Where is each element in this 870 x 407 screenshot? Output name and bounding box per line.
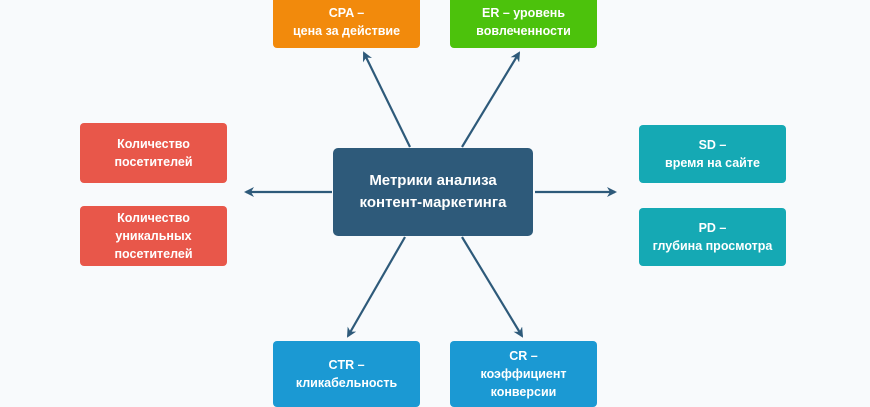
- arrow-to-cpa: [363, 51, 411, 148]
- node-cpa-desc: цена за действие: [292, 24, 401, 38]
- node-cr: CR – коэффициент конверсии: [450, 341, 597, 407]
- central-node-line: Метрики анализа: [369, 172, 497, 189]
- central-node: Метрики анализа контент-маркетинга: [333, 148, 533, 236]
- node-visitors-line: Количество: [117, 137, 190, 151]
- node-ctr: CTR – кликабельность: [273, 341, 420, 407]
- node-unique-visitors-line: уникальных: [115, 229, 192, 243]
- node-er: ER – уровень вовлеченности: [450, 0, 597, 48]
- node-cpa-title: CPA –: [328, 6, 365, 20]
- node-visitors-line: посетителей: [114, 155, 193, 169]
- node-cr-title: CR –: [509, 349, 538, 363]
- node-ctr-desc: кликабельность: [295, 376, 398, 390]
- arrow-to-er: [461, 51, 521, 148]
- node-ctr-title: CTR –: [328, 358, 365, 372]
- node-er-desc: вовлеченности: [476, 24, 571, 38]
- arrow-to-cr: [461, 236, 524, 338]
- node-unique-visitors-line: посетителей: [114, 247, 193, 261]
- arrow-to-ctr: [347, 236, 406, 338]
- node-unique-visitors-line: Количество: [117, 211, 190, 225]
- node-unique-visitors: Количество уникальных посетителей: [80, 206, 227, 266]
- node-pd: PD – глубина просмотра: [639, 208, 786, 266]
- node-sd: SD – время на сайте: [639, 125, 786, 183]
- node-cr-desc: коэффициент: [480, 367, 567, 381]
- node-sd-desc: время на сайте: [665, 156, 760, 170]
- node-sd-title: SD –: [698, 138, 727, 152]
- node-cr-desc: конверсии: [490, 385, 557, 399]
- node-pd-title: PD –: [698, 221, 727, 235]
- node-visitors: Количество посетителей: [80, 123, 227, 183]
- node-cpa: CPA – цена за действие: [273, 0, 420, 48]
- node-er-title: ER – уровень: [481, 6, 566, 20]
- node-pd-desc: глубина просмотра: [652, 239, 773, 253]
- central-node-line: контент-маркетинга: [359, 194, 507, 211]
